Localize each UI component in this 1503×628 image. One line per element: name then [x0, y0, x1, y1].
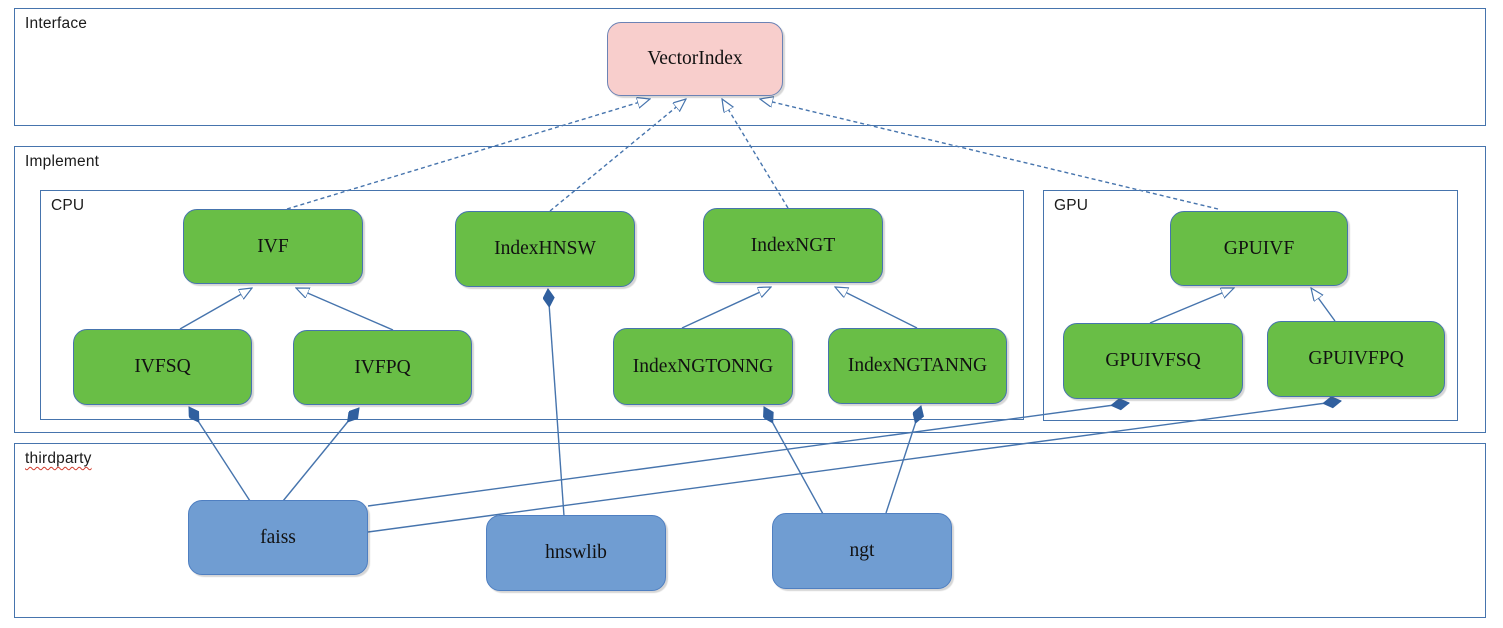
- node-indexngt-label: IndexNGT: [750, 234, 836, 256]
- node-vectorindex[interactable]: VectorIndex: [607, 22, 783, 96]
- node-indexhnsw-label: IndexHNSW: [494, 238, 596, 259]
- node-hnswlib-label: hnswlib: [545, 542, 607, 563]
- node-ivfsq[interactable]: IVFSQ: [73, 329, 252, 405]
- node-faiss-label: faiss: [260, 526, 296, 548]
- node-gpuivfpq[interactable]: GPUIVFPQ: [1267, 321, 1445, 397]
- node-gpuivfsq-label: GPUIVFSQ: [1105, 350, 1201, 371]
- node-ivfsq-label: IVFSQ: [134, 356, 191, 377]
- node-gpuivf[interactable]: GPUIVF: [1170, 211, 1348, 286]
- node-indexngtanng[interactable]: IndexNGTANNG: [828, 328, 1007, 404]
- node-ngt[interactable]: ngt: [772, 513, 952, 589]
- group-thirdparty-label: thirdparty: [25, 450, 92, 467]
- node-vectorindex-label: VectorIndex: [647, 48, 743, 69]
- group-cpu-label: CPU: [51, 197, 85, 214]
- group-interface-label: Interface: [25, 15, 88, 32]
- node-gpuivf-label: GPUIVF: [1223, 237, 1295, 259]
- node-indexngt[interactable]: IndexNGT: [703, 208, 883, 283]
- node-ivf-label: IVF: [257, 235, 289, 257]
- group-gpu-label: GPU: [1054, 197, 1089, 214]
- node-gpuivfsq[interactable]: GPUIVFSQ: [1063, 323, 1243, 399]
- node-ivfpq-label: IVFPQ: [354, 356, 411, 378]
- node-gpuivfpq-label: GPUIVFPQ: [1308, 348, 1404, 369]
- node-faiss[interactable]: faiss: [188, 500, 368, 575]
- node-indexngtanng-label: IndexNGTANNG: [847, 355, 988, 376]
- node-hnswlib[interactable]: hnswlib: [486, 515, 666, 591]
- node-indexngtonng[interactable]: IndexNGTONNG: [613, 328, 793, 405]
- node-ivfpq[interactable]: IVFPQ: [293, 330, 472, 405]
- node-ngt-label: ngt: [849, 540, 875, 561]
- node-indexngtonng-label: IndexNGTONNG: [632, 355, 774, 377]
- group-implement-label: Implement: [25, 153, 100, 170]
- node-indexhnsw[interactable]: IndexHNSW: [455, 211, 635, 287]
- node-ivf[interactable]: IVF: [183, 209, 363, 284]
